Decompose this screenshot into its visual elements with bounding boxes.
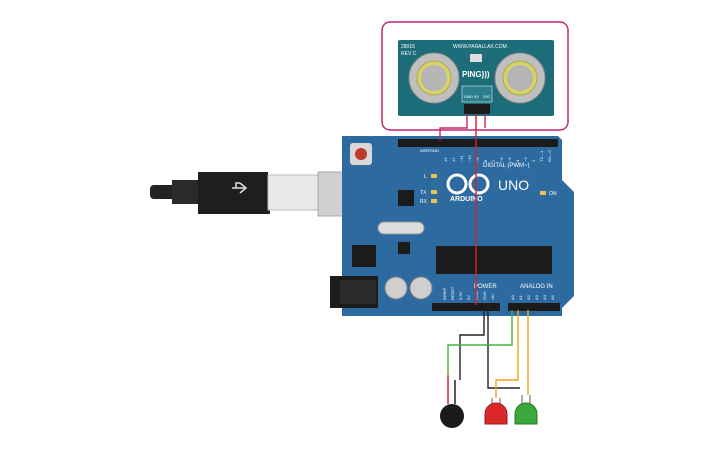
wire-gnd-buzzer[interactable] xyxy=(459,310,485,380)
gnd-label: GND xyxy=(430,148,439,153)
wire-sensor-gnd[interactable] xyxy=(439,114,468,140)
sensor-name: PING))) xyxy=(462,70,490,79)
usb-plug-metal xyxy=(267,174,319,211)
top-pin-label-6: 7 xyxy=(491,159,496,162)
power-pin-label-3: 5V xyxy=(466,295,471,300)
top-pin-label-11: 2 xyxy=(531,159,536,162)
top-pin-label-7: ~6 xyxy=(499,157,504,162)
wire-gnd-leds[interactable] xyxy=(487,310,520,389)
led-tx xyxy=(431,190,437,194)
arduino-uno-board[interactable]: ARDUINO UNO L TX RX ON DIGITAL (PWM~) AR… xyxy=(330,136,574,316)
sensor-pin-5v: 5V xyxy=(474,94,479,99)
arduino-logo-left xyxy=(446,173,468,195)
top-pin-label-2: ~11 xyxy=(459,155,464,162)
top-pin-label-13: RX←0 xyxy=(547,149,552,162)
sensor-pin-gnd: GND xyxy=(464,94,473,99)
small-chip xyxy=(398,242,410,254)
led-on-label: ON xyxy=(549,191,557,197)
sensor-selection-outline xyxy=(381,21,569,131)
sensor-rev: REV C xyxy=(401,51,417,57)
led-l-label: L xyxy=(424,174,427,180)
capacitor-1 xyxy=(384,276,408,300)
red-led[interactable] xyxy=(484,398,508,425)
analog-pin-label-0: A0 xyxy=(510,294,515,300)
atmega-chip xyxy=(436,246,552,274)
analog-label: ANALOG IN xyxy=(520,284,553,290)
wires[interactable] xyxy=(439,114,529,398)
power-header[interactable] xyxy=(432,303,500,311)
sensor-site: WWW.PARALLAX.COM xyxy=(453,44,507,50)
analog-pin-label-1: A1 xyxy=(518,294,523,300)
voltage-regulator xyxy=(352,245,376,267)
sensor-model: 28015 xyxy=(401,44,415,50)
analog-header[interactable] xyxy=(508,303,560,311)
reset-button-cap xyxy=(355,148,367,160)
top-pin-label-0: 13 xyxy=(443,157,448,162)
board-logo-text: ARDUINO xyxy=(450,196,483,203)
usb-icon xyxy=(232,182,248,194)
analog-pin-label-5: A5 xyxy=(550,294,555,300)
top-pin-label-4: ~9 xyxy=(475,157,480,162)
wire-a1-red-led[interactable] xyxy=(495,310,519,398)
green-led[interactable] xyxy=(514,395,538,425)
top-pin-label-9: 4 xyxy=(515,159,520,162)
digital-label: DIGITAL (PWM~) xyxy=(483,163,530,169)
sensor-crystal xyxy=(470,54,482,62)
wire-a0-buzzer[interactable] xyxy=(447,310,513,375)
analog-pin-label-2: A2 xyxy=(526,294,531,300)
digital-header[interactable] xyxy=(398,139,558,147)
sensor-pin-sig: SIG xyxy=(483,94,490,99)
top-pin-label-5: 8 xyxy=(483,159,488,162)
top-pin-label-12: TX→1 xyxy=(539,150,544,162)
power-pin-label-5: GND xyxy=(482,291,487,300)
usb-chip xyxy=(398,190,414,206)
led-rx-label: RX xyxy=(420,199,428,205)
green-led-body xyxy=(514,402,538,425)
power-pin-label-0: IOREF xyxy=(442,287,447,300)
power-pin-label-2: 3.3V xyxy=(458,291,463,300)
ultrasonic-sensor[interactable]: 28015 REV C WWW.PARALLAX.COM PING))) GND… xyxy=(398,40,554,116)
analog-pin-label-3: A3 xyxy=(534,294,539,300)
sensor-pin-label-box xyxy=(461,85,493,103)
transducer-left-core xyxy=(421,65,447,91)
top-pin-label-10: ~3 xyxy=(523,157,528,162)
aref-label: AREF xyxy=(420,148,431,153)
top-pin-label-3: ~10 xyxy=(467,154,472,162)
capacitor-2 xyxy=(409,276,433,300)
arduino-logo-right xyxy=(468,173,490,195)
board-model: UNO xyxy=(498,177,529,193)
power-pin-label-6: Vin xyxy=(490,294,495,300)
buzzer-body xyxy=(440,404,464,428)
led-on xyxy=(540,191,546,195)
usb-plug-body xyxy=(198,172,270,214)
top-pin-label-8: ~5 xyxy=(507,157,512,162)
analog-pin-label-4: A4 xyxy=(542,294,547,300)
usb-cable[interactable] xyxy=(150,171,375,217)
top-pin-label-1: 12 xyxy=(451,157,456,162)
led-tx-label: TX xyxy=(420,190,427,196)
led-rx xyxy=(431,199,437,203)
crystal xyxy=(377,221,425,235)
power-label: POWER xyxy=(474,284,497,290)
piezo-buzzer[interactable] xyxy=(440,375,464,428)
transducer-right-core xyxy=(507,65,533,91)
red-led-body xyxy=(484,402,508,425)
power-pin-label-1: RESET xyxy=(450,286,455,300)
sensor-pin-header[interactable] xyxy=(464,104,490,114)
power-barrel-inner xyxy=(340,280,376,304)
usb-cable-end xyxy=(150,185,175,199)
usb-cable-strain-relief xyxy=(172,180,202,204)
led-l xyxy=(431,174,437,178)
